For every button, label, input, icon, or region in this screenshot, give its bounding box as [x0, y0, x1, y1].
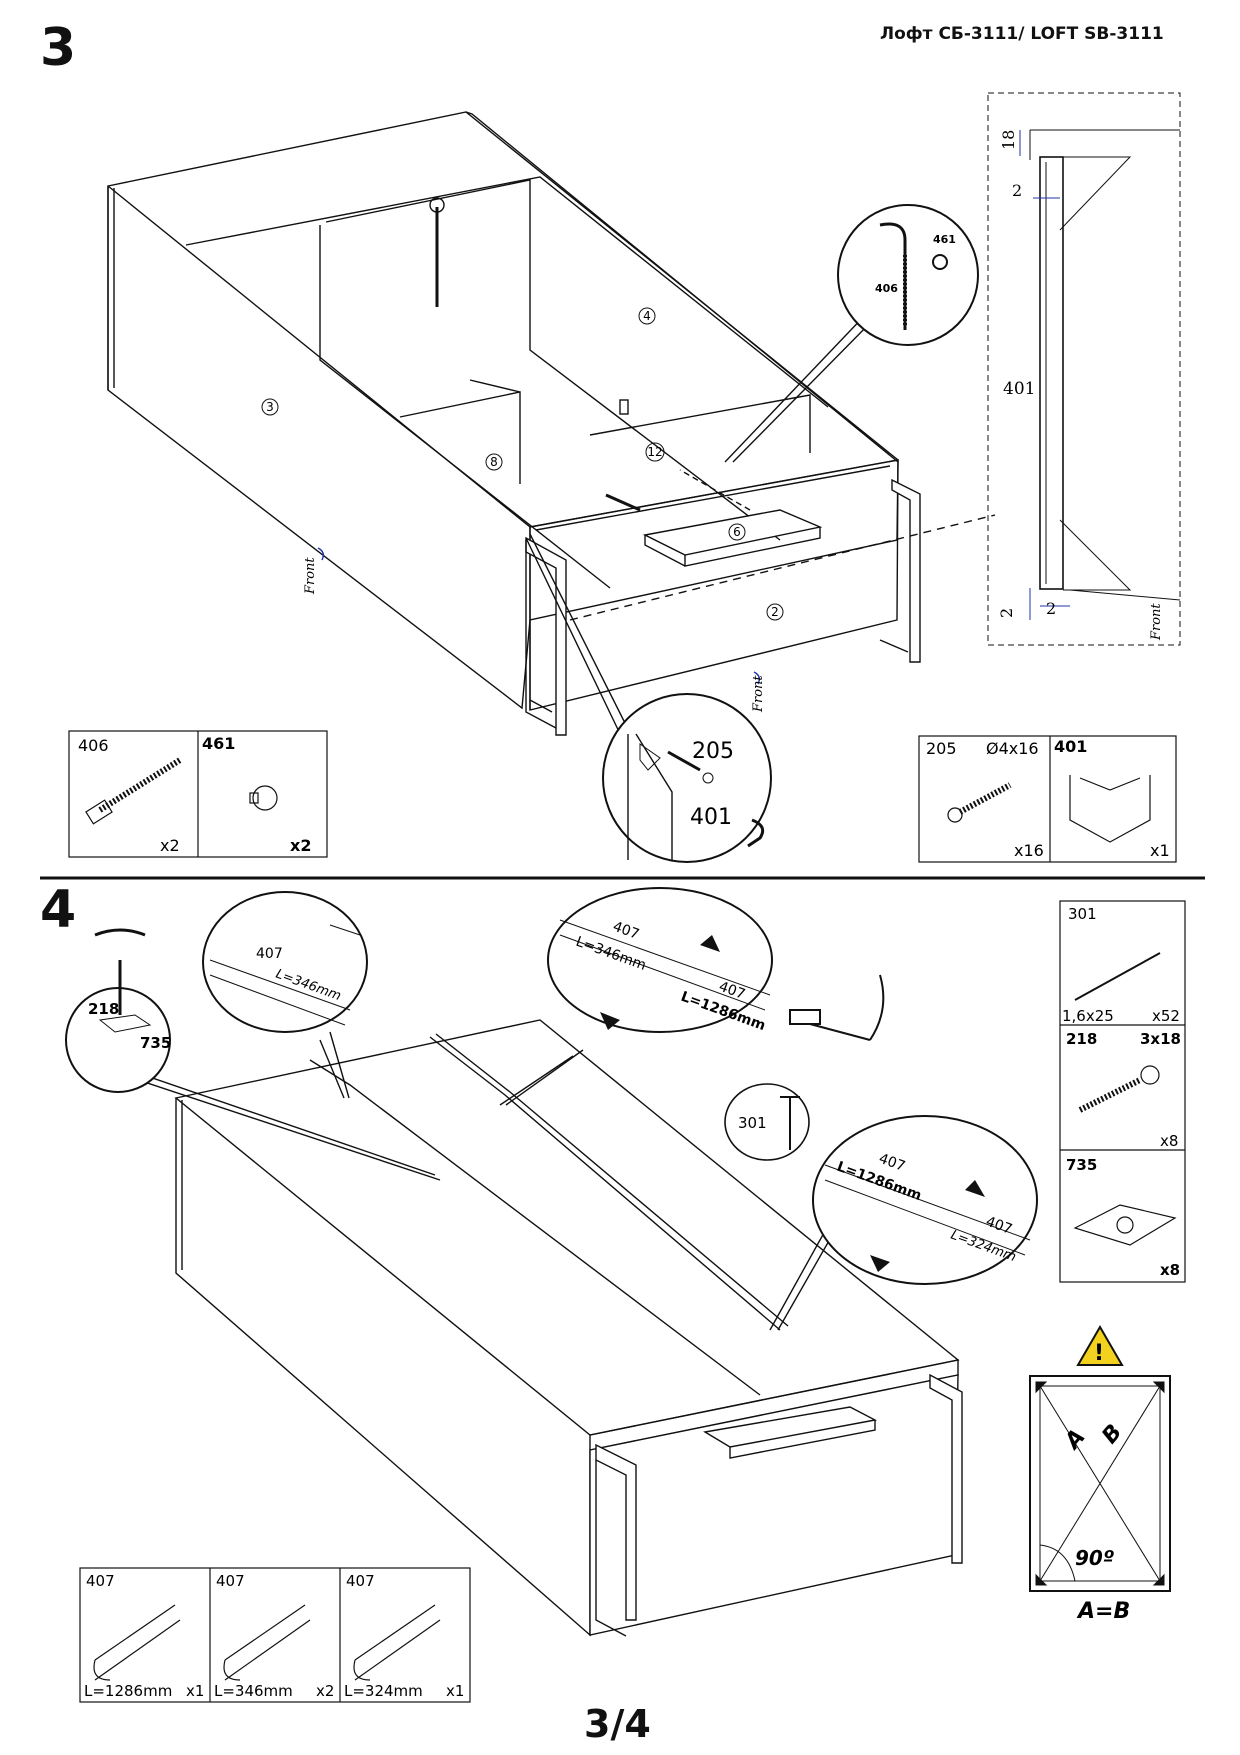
hw-218-qty: x8	[1160, 1132, 1178, 1150]
hw-205-qty: x16	[1014, 841, 1044, 860]
panel-label-3: 3	[266, 400, 274, 414]
panel-label-2: 2	[771, 605, 779, 619]
hardware-table-step4	[1059, 900, 1186, 1283]
profile-callout-3: L=1286mm 407 407 L=324mm	[812, 1115, 1038, 1285]
hardware-table-left	[68, 730, 328, 858]
dim-top-offset: 18	[999, 130, 1018, 150]
screw-plate-callout: 218 735	[65, 928, 171, 1093]
square-check-diagram	[1029, 1375, 1171, 1592]
dim-front-label: Front	[1149, 603, 1164, 641]
callout-406-label: 406	[875, 282, 898, 295]
profile-row-1-code: 407	[86, 1572, 115, 1590]
panel-label-8: 8	[490, 455, 498, 469]
profiles-table	[79, 1567, 471, 1703]
hw-461-qty: x2	[290, 836, 311, 855]
hw-301-code: 301	[1068, 905, 1097, 923]
panel-label-4: 4	[643, 309, 651, 323]
hw-205-code: 205	[926, 739, 957, 758]
hw-401-qty: x1	[1150, 841, 1170, 860]
zoom-screw-label: 205	[692, 739, 734, 764]
zoom-frame-label: 401	[690, 805, 732, 830]
hw-301-qty: x52	[1152, 1007, 1180, 1025]
square-angle: 90º	[1075, 1546, 1114, 1570]
front-label-left: Front	[303, 557, 318, 595]
callout-735-label: 735	[140, 1034, 171, 1052]
profile-row-3-length: L=324mm	[344, 1682, 423, 1700]
panel-label-6: 6	[733, 525, 741, 539]
profile-row-2-qty: x2	[316, 1682, 334, 1700]
callout-218-label: 218	[88, 1000, 119, 1018]
profile-row-1-length: L=1286mm	[84, 1682, 172, 1700]
profile-row-2-code: 407	[216, 1572, 245, 1590]
step-4-diagram: 218 735 407 L=346mm L=346mm 407 407 L=12…	[65, 887, 1186, 1703]
product-title: Лофт СБ-3111/ LOFT SB-3111	[880, 24, 1164, 44]
bolt-detail-callout: 461 406	[837, 204, 979, 346]
dim-edge-gap: 2	[1012, 181, 1022, 200]
frame-screw-callout: 205 401	[602, 693, 772, 863]
panel-label-12: 12	[647, 445, 662, 459]
dim-bottom-gap-h: 2	[1046, 599, 1056, 618]
profile-row-3-qty: x1	[446, 1682, 464, 1700]
leg-dimension-panel	[987, 92, 1181, 646]
callout-461-label: 461	[933, 233, 956, 246]
svg-text:!: !	[1094, 1341, 1104, 1366]
profile-callout-1: 407 L=346mm	[202, 891, 368, 1033]
hw-461-code: 461	[202, 734, 235, 753]
profile-row-1-qty: x1	[186, 1682, 204, 1700]
hw-406-code: 406	[78, 736, 109, 755]
hw-218-spec: 3x18	[1140, 1030, 1181, 1048]
hw-735-qty: x8	[1160, 1261, 1180, 1279]
nail-callout: 301	[724, 1083, 810, 1161]
hw-735-code: 735	[1066, 1156, 1097, 1174]
step-3-number: 3	[40, 18, 77, 78]
warning-icon: !	[1076, 1325, 1124, 1366]
step-3-diagram: 3 4 8 12 6 2 Front Front 461 406 18 2 40…	[40, 92, 1205, 880]
hw-401-code: 401	[1054, 737, 1087, 756]
hardware-table-right	[918, 735, 1177, 863]
dim-part-label: 401	[1003, 379, 1035, 399]
square-label-b: B	[1097, 1420, 1127, 1449]
profile-row-3-code: 407	[346, 1572, 375, 1590]
square-label-a: A	[1059, 1425, 1090, 1456]
hw-218-code: 218	[1066, 1030, 1097, 1048]
step-4-number: 4	[40, 880, 77, 940]
profile-callout-2: L=346mm 407 407 L=1286mm	[547, 887, 773, 1034]
hw-205-spec: Ø4x16	[986, 739, 1039, 758]
profile-1-label: 407	[256, 946, 283, 962]
square-rule: A=B	[1076, 1599, 1130, 1624]
hw-301-spec: 1,6x25	[1062, 1007, 1114, 1025]
panel-labels: 3 4 8 12 6 2	[266, 309, 779, 619]
front-label-right: Front	[751, 675, 766, 713]
nail-callout-label: 301	[738, 1114, 767, 1132]
hw-406-qty: x2	[160, 836, 180, 855]
page-number: 3/4	[584, 1702, 651, 1746]
profile-row-2-length: L=346mm	[214, 1682, 293, 1700]
hammer-icon	[789, 974, 885, 1041]
dim-bottom-gap-v: 2	[997, 608, 1016, 618]
